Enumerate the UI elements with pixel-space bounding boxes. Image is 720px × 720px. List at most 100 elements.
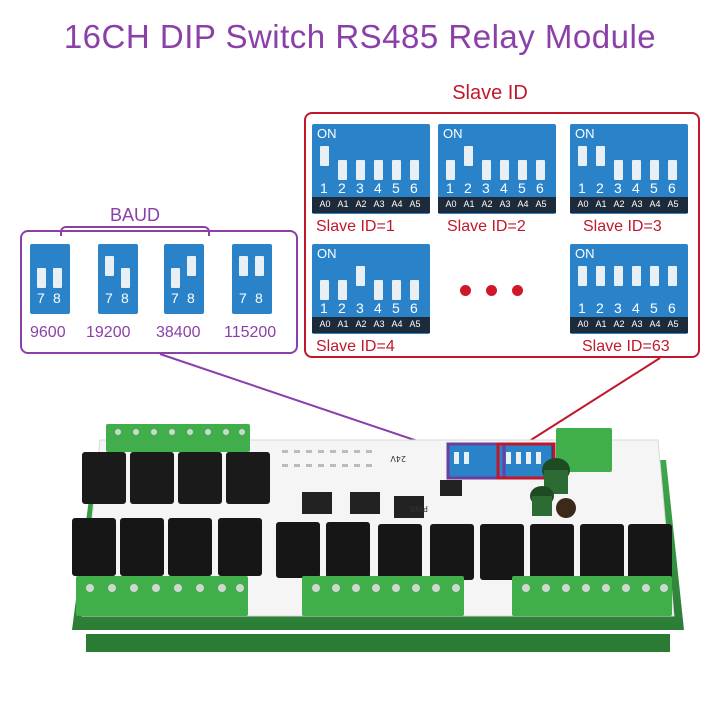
dip-switch-number: 4 (500, 180, 508, 196)
dip-address-label: A3 (631, 199, 643, 209)
bottom-terminal-left (76, 576, 248, 616)
dip-address-label: A5 (535, 199, 547, 209)
bottom-terminal-middle (302, 576, 464, 616)
dip-on-label: ON (317, 246, 337, 261)
top-terminal-right (556, 428, 612, 472)
dip-address-label: A5 (667, 319, 679, 329)
dip-lever (650, 266, 659, 286)
dip-address-label: A5 (409, 199, 421, 209)
dip-lever (650, 160, 659, 180)
dip-lever (464, 146, 473, 166)
dip-on-label: ON (317, 126, 337, 141)
relays-row-top (82, 452, 270, 504)
board-dip-baud-highlight (446, 442, 506, 480)
slave-callout-line (511, 357, 661, 453)
dip-switch-number: 5 (392, 180, 400, 196)
dip-lever (410, 280, 419, 300)
dip-address-label: A2 (355, 199, 367, 209)
dip-switch-number: 4 (374, 300, 382, 316)
dip-lever (596, 266, 605, 286)
relay-module-photo: 24V PWR ON (72, 424, 684, 652)
din-rail-foot (86, 634, 670, 652)
dip-switch-number: 7 (239, 290, 247, 306)
dip-switch-number: 8 (187, 290, 195, 306)
dip-address-label: A0 (445, 199, 457, 209)
dip-address-label: A0 (577, 319, 589, 329)
silk-24v: 24V (390, 454, 406, 463)
dip-address-label: A1 (595, 319, 607, 329)
dip-switch-number: 6 (668, 180, 676, 196)
top-terminal-screws (115, 429, 245, 435)
dip-lever (171, 268, 180, 288)
dip-lever (374, 160, 383, 180)
dip-switch-number: 1 (320, 180, 328, 196)
dip-lever (37, 268, 46, 288)
dip-switch-number: 2 (464, 180, 472, 196)
page-title: 16CH DIP Switch RS485 Relay Module (63, 18, 657, 55)
dip-address-label: A1 (337, 319, 349, 329)
dip-lever (536, 160, 545, 180)
dip-lever (578, 266, 587, 286)
bottom-terminal-right (512, 576, 672, 616)
dip-switch-number: 5 (392, 300, 400, 316)
baud-rate-caption: 19200 (86, 324, 131, 341)
dip-lever (518, 160, 527, 180)
dip-address-label: A4 (391, 199, 403, 209)
dip-lever (338, 280, 347, 300)
board-dip-levers (454, 452, 541, 464)
dip-switch-number: 6 (536, 180, 544, 196)
baud-rate-caption: 38400 (156, 324, 201, 341)
dip-address-label: A3 (499, 199, 511, 209)
dip-switch-number: 5 (518, 180, 526, 196)
dip-switch-number: 3 (482, 180, 490, 196)
ellipsis-dot (512, 285, 523, 296)
slave-id-caption: Slave ID=3 (583, 218, 662, 235)
dip-address-label: A5 (409, 319, 421, 329)
silk-pwr: PWR (409, 504, 428, 513)
dip-lever (500, 160, 509, 180)
dip-switch-number: 2 (596, 180, 604, 196)
dip-lever (53, 268, 62, 288)
relays-row-bottom (72, 518, 672, 580)
dip-address-label: A4 (649, 319, 661, 329)
dip-lever (239, 256, 248, 276)
dip-lever (668, 266, 677, 286)
dip-switch-number: 6 (668, 300, 676, 316)
dip-on-label: ON (443, 126, 463, 141)
dip-lever (392, 160, 401, 180)
dip-lever (374, 280, 383, 300)
baud-rate-caption: 115200 (224, 324, 277, 341)
dip-switch-number: 1 (578, 300, 586, 316)
dip-address-label: A1 (337, 199, 349, 209)
baud-callout-line (159, 353, 451, 453)
dip-lever (632, 160, 641, 180)
terminal-screws (86, 584, 668, 592)
dip-switch-number: 1 (320, 300, 328, 316)
led-row (282, 450, 372, 467)
dip-lever (632, 266, 641, 286)
slave-id-heading: Slave ID (452, 82, 528, 104)
baud-rate-caption: 9600 (30, 324, 66, 341)
dip-on-label: ON (575, 126, 595, 141)
slave-id-caption: Slave ID=2 (447, 218, 526, 235)
dip-address-label: A4 (649, 199, 661, 209)
dip-lever (596, 146, 605, 166)
dip-address-label: A3 (373, 319, 385, 329)
ellipsis-dot (460, 285, 471, 296)
dip-lever (121, 268, 130, 288)
dip-lever (410, 160, 419, 180)
inductor (556, 498, 576, 518)
dip-switch-number: 3 (614, 180, 622, 196)
dip-address-label: A0 (319, 319, 331, 329)
dip-switch-number: 4 (632, 180, 640, 196)
dip-switch-number: 7 (105, 290, 113, 306)
top-terminal-left (106, 424, 250, 452)
dip-switch-number: 1 (446, 180, 454, 196)
dip-switch-number: 3 (614, 300, 622, 316)
